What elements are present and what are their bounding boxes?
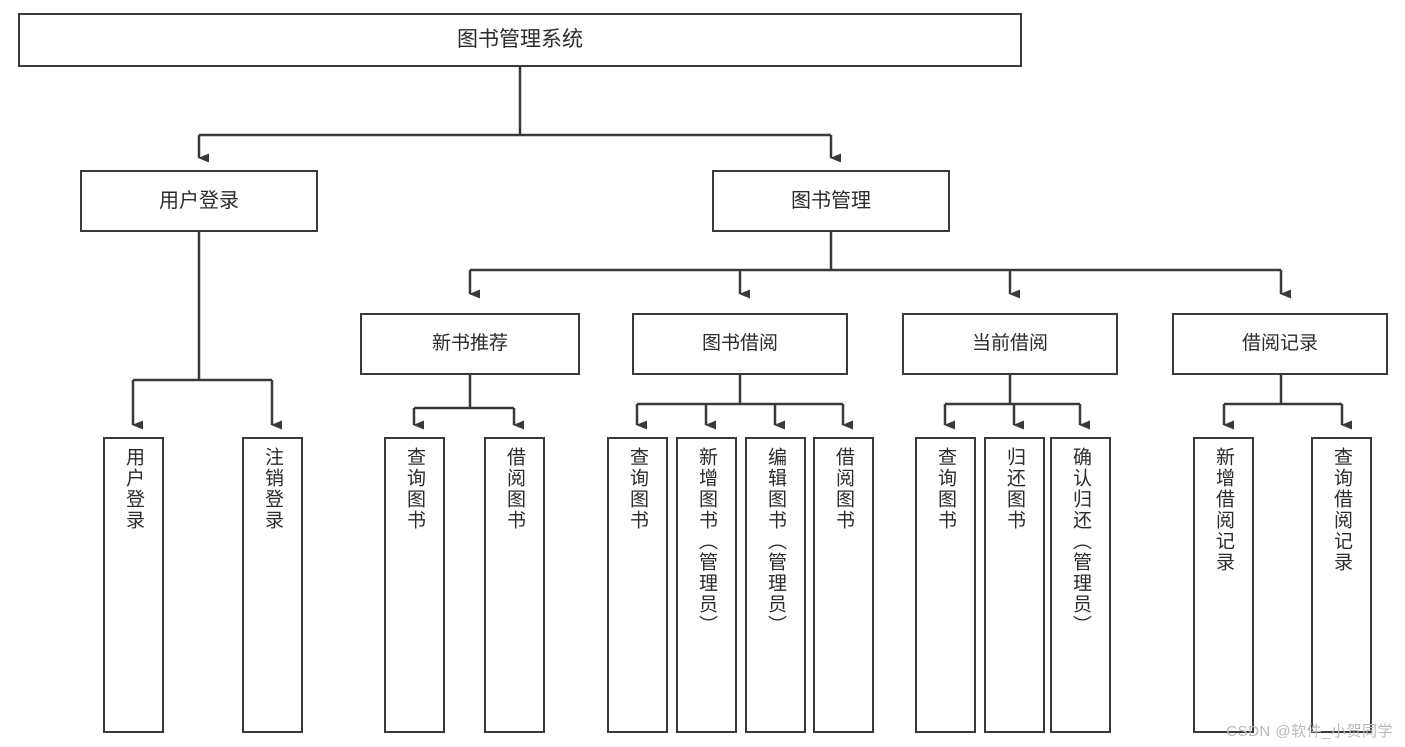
node-leaf-query-borrow-record[interactable]: 查询借阅记录 xyxy=(1311,437,1372,733)
node-leaf-query-book-recommend[interactable]: 查询图书 xyxy=(384,437,445,733)
node-label: 归还图书 xyxy=(1004,447,1025,531)
node-label: 图书管理系统 xyxy=(457,27,583,51)
node-label: 借阅图书 xyxy=(504,447,525,531)
node-label: 新增借阅记录 xyxy=(1213,447,1234,573)
node-label: 图书借阅 xyxy=(701,333,778,355)
node-label: 查询图书 xyxy=(627,447,648,531)
node-new-book-recommend[interactable]: 新书推荐 xyxy=(360,313,580,375)
node-label: 借阅记录 xyxy=(1241,333,1318,355)
node-label: 图书管理 xyxy=(791,189,871,212)
node-leaf-borrow-book[interactable]: 借阅图书 xyxy=(813,437,874,733)
node-label: 当前借阅 xyxy=(971,333,1048,355)
node-leaf-add-borrow-record[interactable]: 新增借阅记录 xyxy=(1193,437,1254,733)
node-book-management[interactable]: 图书管理 xyxy=(712,170,950,232)
node-leaf-user-logout[interactable]: 注销登录 xyxy=(242,437,303,733)
node-label: 借阅图书 xyxy=(833,447,854,531)
node-label: 查询图书 xyxy=(935,447,956,531)
node-leaf-confirm-return-admin[interactable]: 确认归还（管理员） xyxy=(1050,437,1111,733)
node-root-book-management-system[interactable]: 图书管理系统 xyxy=(18,13,1022,67)
node-leaf-borrow-book-recommend[interactable]: 借阅图书 xyxy=(484,437,545,733)
node-label: 查询借阅记录 xyxy=(1331,447,1352,573)
node-borrow-record[interactable]: 借阅记录 xyxy=(1172,313,1388,375)
node-label: 新书推荐 xyxy=(431,333,508,355)
node-label: 查询图书 xyxy=(404,447,425,531)
node-label: 用户登录 xyxy=(123,447,144,531)
node-label: 新增图书（管理员） xyxy=(696,447,717,636)
node-leaf-add-book-admin[interactable]: 新增图书（管理员） xyxy=(676,437,737,733)
node-current-borrow[interactable]: 当前借阅 xyxy=(902,313,1118,375)
node-user-login[interactable]: 用户登录 xyxy=(80,170,318,232)
node-label: 用户登录 xyxy=(159,189,239,212)
node-leaf-edit-book-admin[interactable]: 编辑图书（管理员） xyxy=(745,437,806,733)
node-leaf-query-book-current[interactable]: 查询图书 xyxy=(915,437,976,733)
node-book-borrow[interactable]: 图书借阅 xyxy=(632,313,848,375)
node-label: 编辑图书（管理员） xyxy=(765,447,786,636)
node-label: 确认归还（管理员） xyxy=(1070,447,1091,636)
node-leaf-user-login[interactable]: 用户登录 xyxy=(103,437,164,733)
csdn-watermark: CSDN @软件_小贺同学 xyxy=(1226,723,1393,740)
node-leaf-query-book-borrow[interactable]: 查询图书 xyxy=(607,437,668,733)
node-leaf-return-book[interactable]: 归还图书 xyxy=(984,437,1045,733)
node-label: 注销登录 xyxy=(262,447,283,531)
